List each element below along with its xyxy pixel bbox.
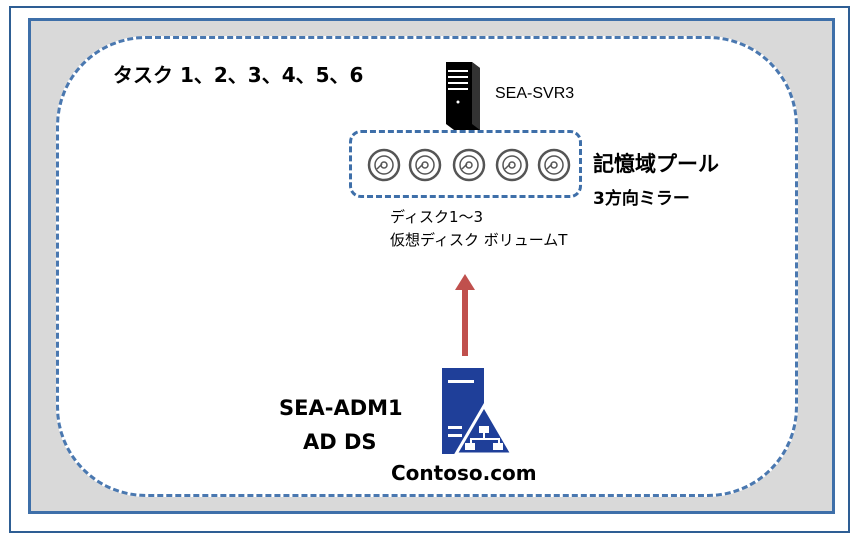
scope-boundary [56,36,798,497]
domain-name: Contoso.com [391,461,537,485]
server-name: SEA-SVR3 [495,85,575,102]
disk-label: ディスク1～3 [390,208,484,226]
admin-server-name: SEA-ADM1 [279,396,403,420]
disk-icon [408,148,442,182]
server-tower-icon [446,62,480,130]
disk-icon [452,148,486,182]
task-title: タスク 1、2、3、4、5、6 [113,63,364,87]
arrow-up-icon [455,274,475,356]
disk-icon [495,148,529,182]
adds-label: AD DS [303,430,377,454]
storage-pool-label: 記憶域プール [593,152,719,176]
virtual-disk-label: 仮想ディスク ボリュームT [390,231,568,249]
disk-icon [537,148,571,182]
mirror-label: 3方向ミラー [593,189,690,209]
storage-pool-boundary [349,130,582,198]
domain-controller-icon [442,368,512,454]
disk-icon [367,148,401,182]
